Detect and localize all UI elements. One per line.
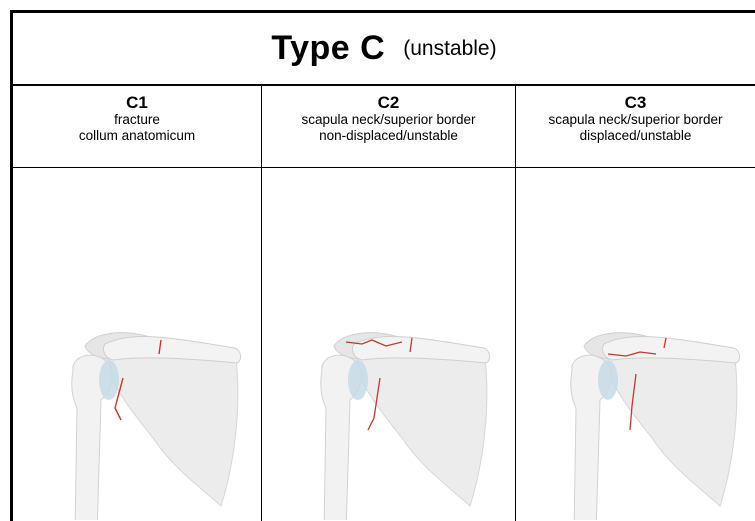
shoulder-illustration-c3 [516, 168, 755, 521]
shoulder-illustration-c1 [13, 168, 261, 521]
title-band: Type C (unstable) [10, 10, 755, 86]
column-desc-line-1: scapula neck/superior border [516, 112, 755, 128]
clavicle-shape [602, 336, 739, 363]
column-desc-line-1: fracture [13, 112, 261, 128]
column-desc-line-1: scapula neck/superior border [262, 112, 515, 128]
column-code: C3 [516, 94, 755, 112]
glenoid-cartilage [348, 360, 368, 400]
title-main: Type C [271, 29, 385, 68]
column-desc-line-2: collum anatomicum [13, 128, 261, 144]
scapula-shape [352, 342, 487, 506]
title-sub: (unstable) [403, 37, 496, 61]
column-c3: C3 scapula neck/superior border displace… [516, 86, 755, 521]
column-desc-line-2: displaced/unstable [516, 128, 755, 144]
clavicle-shape [103, 336, 240, 363]
column-header-c1: C1 fracture collum anatomicum [13, 86, 261, 168]
column-c2: C2 scapula neck/superior border non-disp… [262, 86, 516, 521]
shoulder-illustration-c2 [262, 168, 515, 521]
glenoid-cartilage [598, 360, 618, 400]
glenoid-cartilage [99, 360, 119, 400]
column-header-c2: C2 scapula neck/superior border non-disp… [262, 86, 515, 168]
scapula-shape [103, 342, 238, 506]
column-code: C1 [13, 94, 261, 112]
scapula-shape [602, 342, 737, 506]
column-header-c3: C3 scapula neck/superior border displace… [516, 86, 755, 168]
column-c1: C1 fracture collum anatomicum [10, 86, 262, 521]
column-code: C2 [262, 94, 515, 112]
column-desc-line-2: non-displaced/unstable [262, 128, 515, 144]
